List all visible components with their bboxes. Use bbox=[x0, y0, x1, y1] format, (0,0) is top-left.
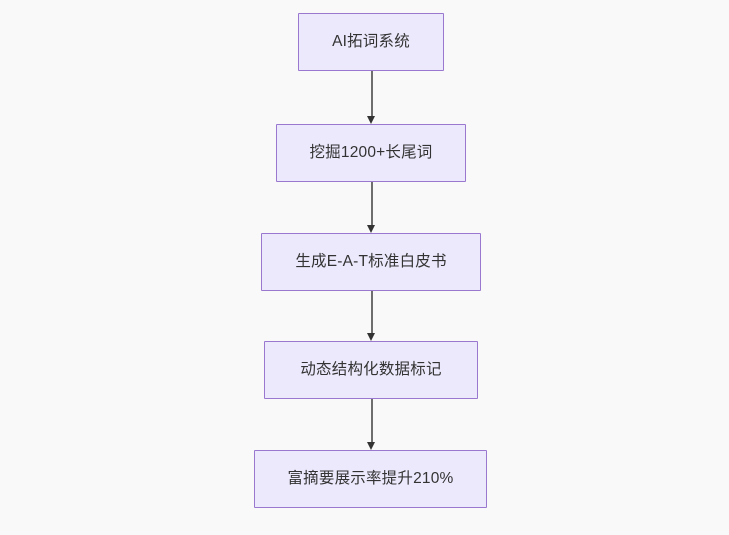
flowchart-node-rich-snippet-uplift[interactable]: 富摘要展示率提升210% bbox=[254, 450, 487, 508]
edge-line bbox=[371, 291, 373, 334]
arrowhead-icon bbox=[367, 442, 376, 450]
edge-n4-n5 bbox=[367, 399, 376, 450]
arrowhead-icon bbox=[367, 333, 376, 341]
edge-line bbox=[371, 71, 373, 117]
arrowhead-icon bbox=[367, 225, 376, 233]
node-label: AI拓词系统 bbox=[332, 33, 410, 51]
node-label: 动态结构化数据标记 bbox=[300, 361, 442, 379]
flowchart-node-dynamic-structured-data[interactable]: 动态结构化数据标记 bbox=[264, 341, 478, 399]
arrowhead-icon bbox=[367, 116, 376, 124]
flowchart-node-generate-eat-whitepaper[interactable]: 生成E-A-T标准白皮书 bbox=[261, 233, 481, 291]
edge-line bbox=[371, 182, 373, 226]
node-label: 生成E-A-T标准白皮书 bbox=[295, 253, 447, 271]
edge-n2-n3 bbox=[367, 182, 376, 233]
flowchart-node-mine-longtail-keywords[interactable]: 挖掘1200+长尾词 bbox=[276, 124, 466, 182]
node-label: 挖掘1200+长尾词 bbox=[309, 144, 433, 162]
edge-n1-n2 bbox=[367, 71, 376, 124]
flowchart-node-ai-keyword-system[interactable]: AI拓词系统 bbox=[298, 13, 444, 71]
edge-n3-n4 bbox=[367, 291, 376, 341]
node-label: 富摘要展示率提升210% bbox=[287, 470, 454, 488]
edge-line bbox=[371, 399, 373, 443]
